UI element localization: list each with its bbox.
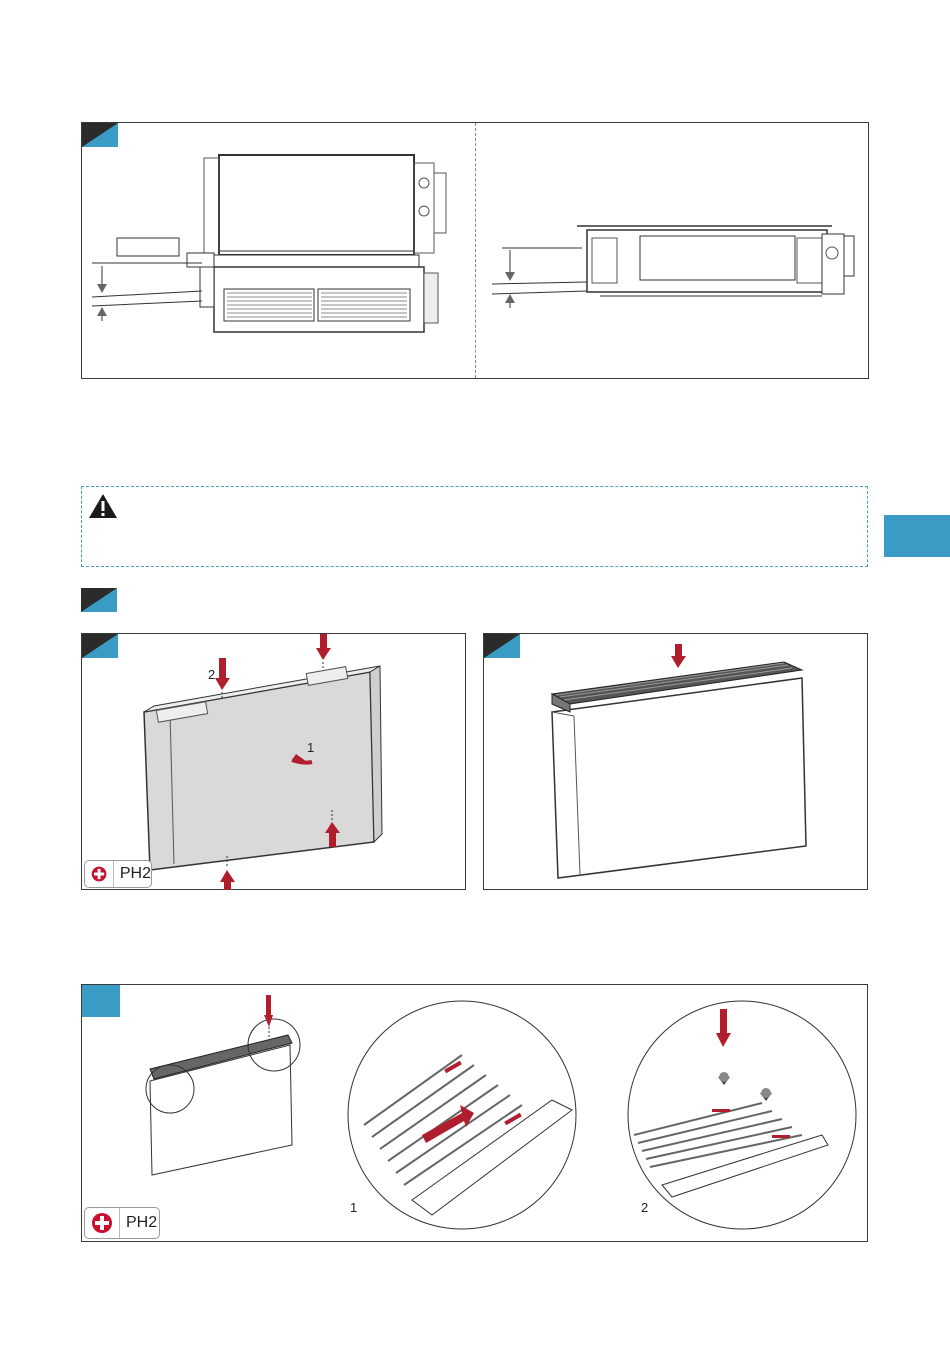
section-marker xyxy=(81,588,117,612)
cabinet-cover-drawing xyxy=(82,634,466,890)
panel-install-grille xyxy=(483,633,868,890)
warning-triangle-icon xyxy=(88,493,118,519)
horizontal-unit-drawing xyxy=(492,208,862,348)
vertical-unit-drawing xyxy=(92,143,452,368)
panel-remove-cover: 1 2 PH2 xyxy=(81,633,466,890)
step-label-1: 1 xyxy=(350,1200,357,1215)
tool-badge-ph2: PH2 xyxy=(84,1207,160,1239)
cabinet-grille-drawing xyxy=(484,634,868,890)
tool-badge-ph2: PH2 xyxy=(84,860,152,888)
warning-box xyxy=(81,486,868,567)
tool-label: PH2 xyxy=(120,865,151,883)
chapter-tab[interactable] xyxy=(884,515,950,557)
tool-label: PH2 xyxy=(126,1214,157,1232)
panel-lock-grille: 1 2 PH2 xyxy=(81,984,868,1242)
step-label-1: 1 xyxy=(307,740,314,755)
step-label-2: 2 xyxy=(641,1200,648,1215)
step-label-2: 2 xyxy=(208,667,215,682)
grille-overview-drawing xyxy=(82,985,868,1241)
panel-divider xyxy=(475,123,476,378)
phillips-screwdriver-icon xyxy=(91,863,107,885)
panel-installation-height xyxy=(81,122,869,379)
phillips-screwdriver-icon xyxy=(91,1212,113,1234)
